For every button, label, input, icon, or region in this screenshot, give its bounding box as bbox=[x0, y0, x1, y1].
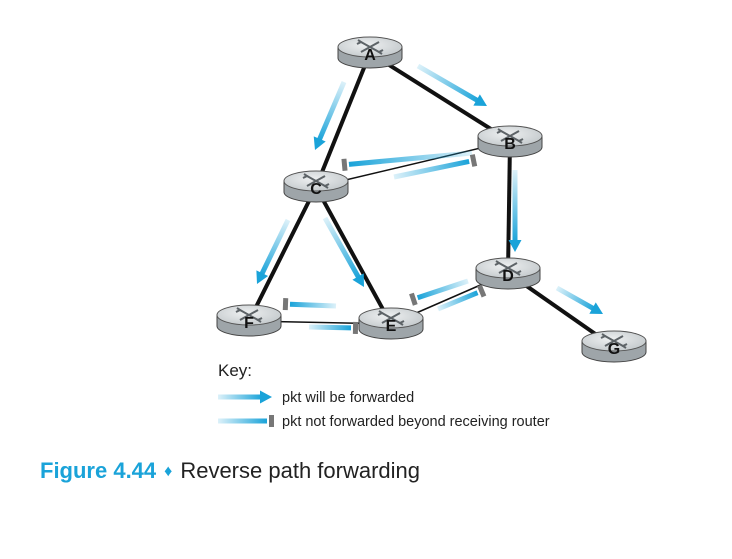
router-g: G bbox=[581, 330, 647, 363]
link-c-f bbox=[247, 186, 318, 322]
arrow-c-to-e bbox=[322, 216, 364, 288]
link-a-b bbox=[368, 51, 512, 143]
router-cross-icon bbox=[302, 173, 330, 189]
router-label-d: D bbox=[502, 268, 514, 285]
arrow-b-to-d bbox=[508, 170, 522, 252]
arrow-a-to-c bbox=[313, 81, 347, 150]
router-label-f: F bbox=[244, 315, 254, 332]
arrow-b-to-c-blocked bbox=[341, 150, 473, 171]
legend-forwarded-arrow bbox=[218, 390, 272, 404]
router-label-g: G bbox=[608, 341, 620, 358]
legend-not-forwarded-arrow bbox=[218, 415, 274, 427]
router-cross-icon bbox=[494, 260, 522, 276]
router-label-c: C bbox=[310, 181, 322, 198]
arrow-e-to-f-blocked bbox=[282, 298, 337, 311]
router-label-a: A bbox=[364, 47, 376, 64]
link-b-d bbox=[506, 140, 512, 274]
router-c: C bbox=[283, 170, 349, 203]
link-c-e bbox=[314, 186, 393, 325]
router-b: B bbox=[477, 125, 543, 158]
legend-not-forwarded-arrow-shape bbox=[218, 415, 274, 427]
router-d: D bbox=[475, 257, 541, 290]
arrow-a-to-b bbox=[416, 63, 487, 106]
router-a: A bbox=[337, 36, 403, 69]
router-label-b: B bbox=[504, 136, 516, 153]
figure-caption: Figure 4.44 ♦ Reverse path forwarding bbox=[40, 458, 420, 492]
arrow-d-to-e-blocked bbox=[409, 278, 469, 306]
router-e: E bbox=[358, 307, 424, 340]
arrow-c-to-f bbox=[256, 218, 291, 284]
legend-forwarded-label: pkt will be forwarded bbox=[282, 390, 414, 406]
figure-title: Reverse path forwarding bbox=[180, 458, 421, 483]
router-cross-icon bbox=[235, 307, 263, 323]
legend: Key: pkt will be forwarded pkt not forwa… bbox=[218, 361, 550, 430]
figure-number: Figure 4.44 bbox=[40, 458, 157, 483]
link-a-c bbox=[314, 52, 372, 188]
link-c-b bbox=[315, 140, 511, 188]
legend-not-forwarded-label: pkt not forwarded beyond receiving route… bbox=[282, 414, 550, 430]
arrow-d-to-g bbox=[555, 285, 603, 314]
router-cross-icon bbox=[496, 128, 524, 144]
arrow-e-to-d-blocked bbox=[437, 284, 487, 312]
router-label-e: E bbox=[386, 318, 397, 335]
diamond-separator-icon: ♦ bbox=[164, 463, 173, 480]
legend-forwarded-arrow-shape bbox=[218, 390, 272, 404]
router-cross-icon bbox=[356, 39, 384, 55]
arrow-f-to-e-blocked bbox=[308, 321, 359, 334]
legend-heading: Key: bbox=[218, 361, 252, 380]
packet-arrows bbox=[256, 63, 603, 334]
arrow-c-to-b-blocked bbox=[393, 154, 478, 180]
router-f: F bbox=[216, 304, 282, 337]
router-cross-icon bbox=[600, 333, 628, 349]
routers: A B C D E F G bbox=[216, 36, 647, 363]
router-cross-icon bbox=[377, 310, 405, 326]
